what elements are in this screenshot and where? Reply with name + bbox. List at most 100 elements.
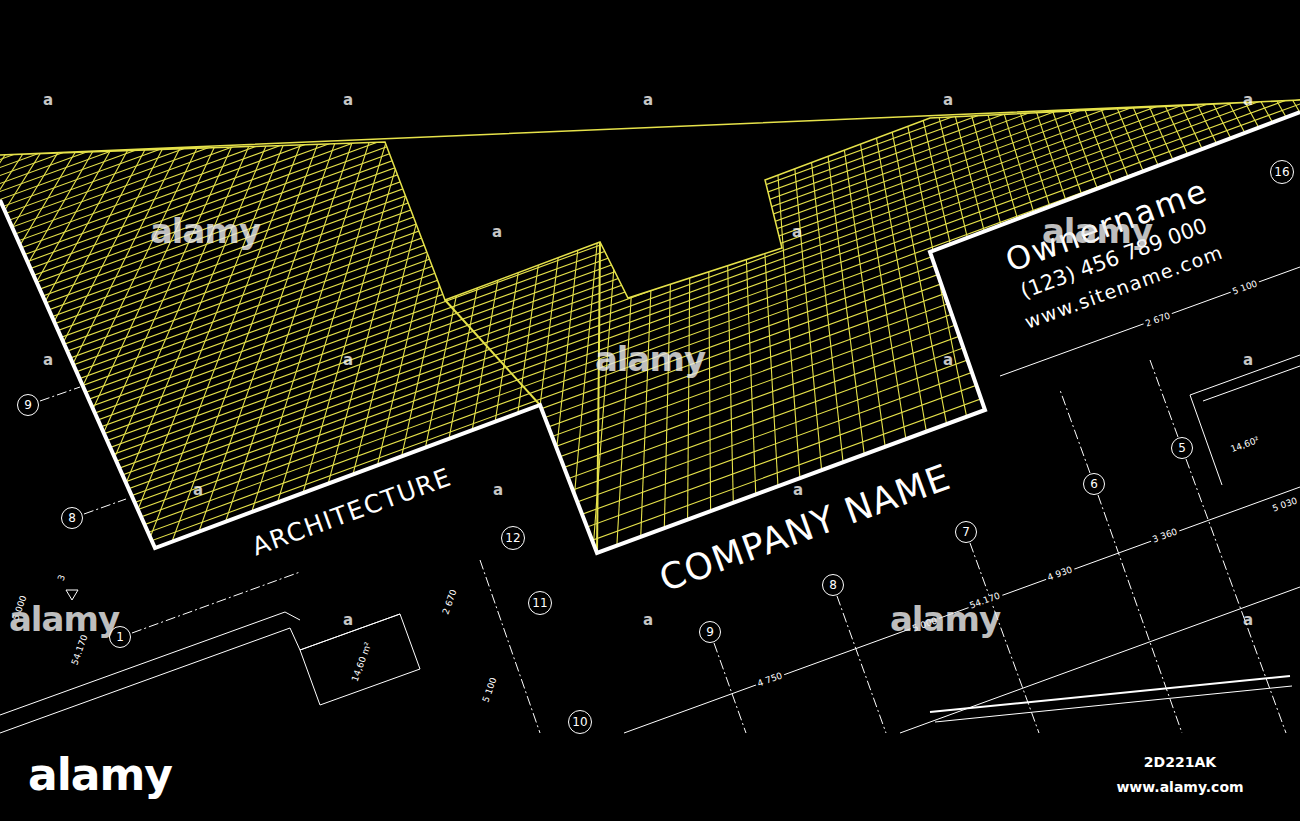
building-ridge xyxy=(597,242,600,553)
wireframe-line xyxy=(0,0,1300,475)
wireframe-line xyxy=(0,0,1300,451)
wireframe-line xyxy=(0,0,1300,259)
wireframe-line xyxy=(0,0,1300,435)
wireframe-line xyxy=(0,0,1300,139)
wireframe-line xyxy=(0,0,1300,387)
watermark: alamy xyxy=(150,213,260,250)
axis-line xyxy=(40,387,80,401)
watermark-mark: a xyxy=(643,612,653,629)
wireframe-line xyxy=(0,0,1300,411)
axis-number: 9 xyxy=(706,626,714,638)
wireframe-line xyxy=(0,279,1300,759)
wall-line xyxy=(1190,395,1222,485)
dimension-text: 2 670 xyxy=(1142,311,1173,330)
wireframe-line xyxy=(0,0,1300,147)
section-marker xyxy=(66,590,78,600)
grid-axis-marker: 16 xyxy=(1270,160,1294,184)
wireframe-line xyxy=(0,0,1300,355)
wireframe-line xyxy=(0,0,1300,419)
wireframe-line xyxy=(0,92,1300,572)
watermark-mark: a xyxy=(943,92,953,109)
wireframe-line xyxy=(0,328,1300,808)
wireframe-line xyxy=(0,11,1300,491)
grid-axis-marker: 9 xyxy=(699,621,721,643)
wireframe-line xyxy=(0,0,1300,227)
area-text: 14,60 m² xyxy=(350,639,374,684)
wireframe-line xyxy=(700,0,738,700)
wireframe-line xyxy=(0,67,1300,547)
axis-number: 8 xyxy=(68,512,76,524)
wireframe-line xyxy=(0,442,1300,821)
dimension-text: 5 030 xyxy=(1269,496,1300,515)
wireframe-line xyxy=(0,83,1300,563)
axis-number: 11 xyxy=(532,597,547,609)
axis-line xyxy=(1098,495,1182,733)
wireframe-line xyxy=(0,0,1300,427)
wireframe-line xyxy=(0,0,1300,187)
dimension-text: 5 100 xyxy=(481,674,500,705)
dimension-line xyxy=(624,487,1300,733)
grid-axis-marker: 6 xyxy=(1083,473,1105,495)
wireframe-line xyxy=(0,172,1300,652)
wireframe-line xyxy=(700,0,1128,700)
watermark-mark: a xyxy=(343,612,353,629)
watermark-mark: a xyxy=(643,92,653,109)
company-name: COMPANY NAME xyxy=(654,457,955,599)
wireframe-line xyxy=(0,0,1300,235)
watermark-mark: a xyxy=(193,482,203,499)
wireframe-line xyxy=(700,0,1024,700)
axis-number: 7 xyxy=(962,526,970,538)
grid-axis-marker: 5 xyxy=(1171,437,1193,459)
watermark-mark: a xyxy=(1243,612,1253,629)
axis-number: 16 xyxy=(1274,166,1289,178)
wireframe-line xyxy=(700,0,1050,700)
axis-line xyxy=(132,572,300,633)
wireframe-line xyxy=(0,100,1300,580)
wireframe-line xyxy=(0,35,1300,515)
wireframe-line xyxy=(700,0,1154,700)
watermark-mark: a xyxy=(1243,92,1253,109)
image-id: 2D221AK xyxy=(1144,755,1216,770)
wireframe-line xyxy=(0,0,1300,267)
watermark-mark: a xyxy=(43,92,53,109)
watermark-mark: a xyxy=(792,224,802,241)
wireframe-line xyxy=(0,110,1300,590)
wireframe-line xyxy=(0,0,1300,363)
wireframe-line xyxy=(700,0,1180,700)
wireframe-line xyxy=(0,27,1300,507)
wireframe-line xyxy=(0,222,1300,702)
wireframe-line xyxy=(0,382,1300,821)
watermark-mark: a xyxy=(793,482,803,499)
wireframe-line xyxy=(0,0,1300,459)
wireframe-line xyxy=(0,0,1300,211)
axis-line xyxy=(837,596,886,733)
wireframe-line xyxy=(0,0,1300,443)
wireframe-line xyxy=(0,533,1300,821)
watermark-mark: a xyxy=(343,92,353,109)
watermark-mark: a xyxy=(43,352,53,369)
axis-number: 9 xyxy=(24,399,32,411)
wireframe-line xyxy=(0,0,1300,347)
wireframe-line xyxy=(0,0,1300,283)
wireframe-line xyxy=(0,119,1300,599)
wireframe-line xyxy=(0,311,1300,791)
wireframe-line xyxy=(0,0,1300,203)
card-outline xyxy=(0,112,1300,553)
wireframe-line xyxy=(0,0,1300,339)
dimension-text: 4 750 xyxy=(754,671,785,690)
wireframe-line xyxy=(0,0,1300,195)
stock-logo: alamy xyxy=(28,751,172,799)
wireframe-line xyxy=(0,196,1300,676)
axis-line xyxy=(1060,390,1090,473)
wireframe-line xyxy=(0,0,1300,275)
wireframe-line xyxy=(0,139,1300,619)
axis-line xyxy=(84,499,126,514)
grid-axis-marker: 9 xyxy=(17,394,39,416)
wireframe-line xyxy=(0,363,1300,821)
wireframe-line xyxy=(0,0,1300,323)
axis-line xyxy=(480,560,540,733)
watermark-mark: a xyxy=(492,224,502,241)
